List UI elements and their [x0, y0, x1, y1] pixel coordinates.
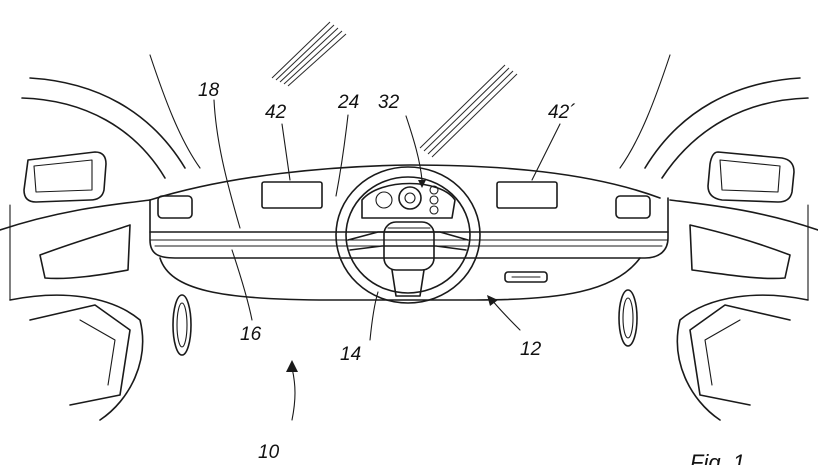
left-door: [0, 199, 192, 421]
right-mirror: [707, 151, 795, 203]
leader-lines: [213, 99, 561, 421]
label-steering-wheel: 14: [340, 344, 361, 365]
windshield-frame: [21, 54, 809, 179]
label-display-left: 42: [265, 102, 287, 123]
right-door: [618, 199, 818, 421]
label-passenger-area: 12: [520, 339, 542, 360]
windshield-hatching: [271, 21, 518, 158]
figure-caption: Fig. 1: [690, 450, 745, 465]
dashboard-body: [149, 164, 669, 259]
lower-dashboard: [159, 257, 641, 301]
label-display-right: 42´: [548, 102, 576, 123]
label-steering-hub: 32: [378, 92, 400, 113]
label-instrument-panel: 24: [337, 92, 359, 113]
label-vehicle: 10: [258, 442, 280, 463]
label-dashboard: 18: [198, 80, 220, 101]
left-mirror: [23, 151, 107, 203]
steering-wheel: [335, 166, 481, 304]
label-lower-dash-strip: 16: [240, 324, 262, 345]
